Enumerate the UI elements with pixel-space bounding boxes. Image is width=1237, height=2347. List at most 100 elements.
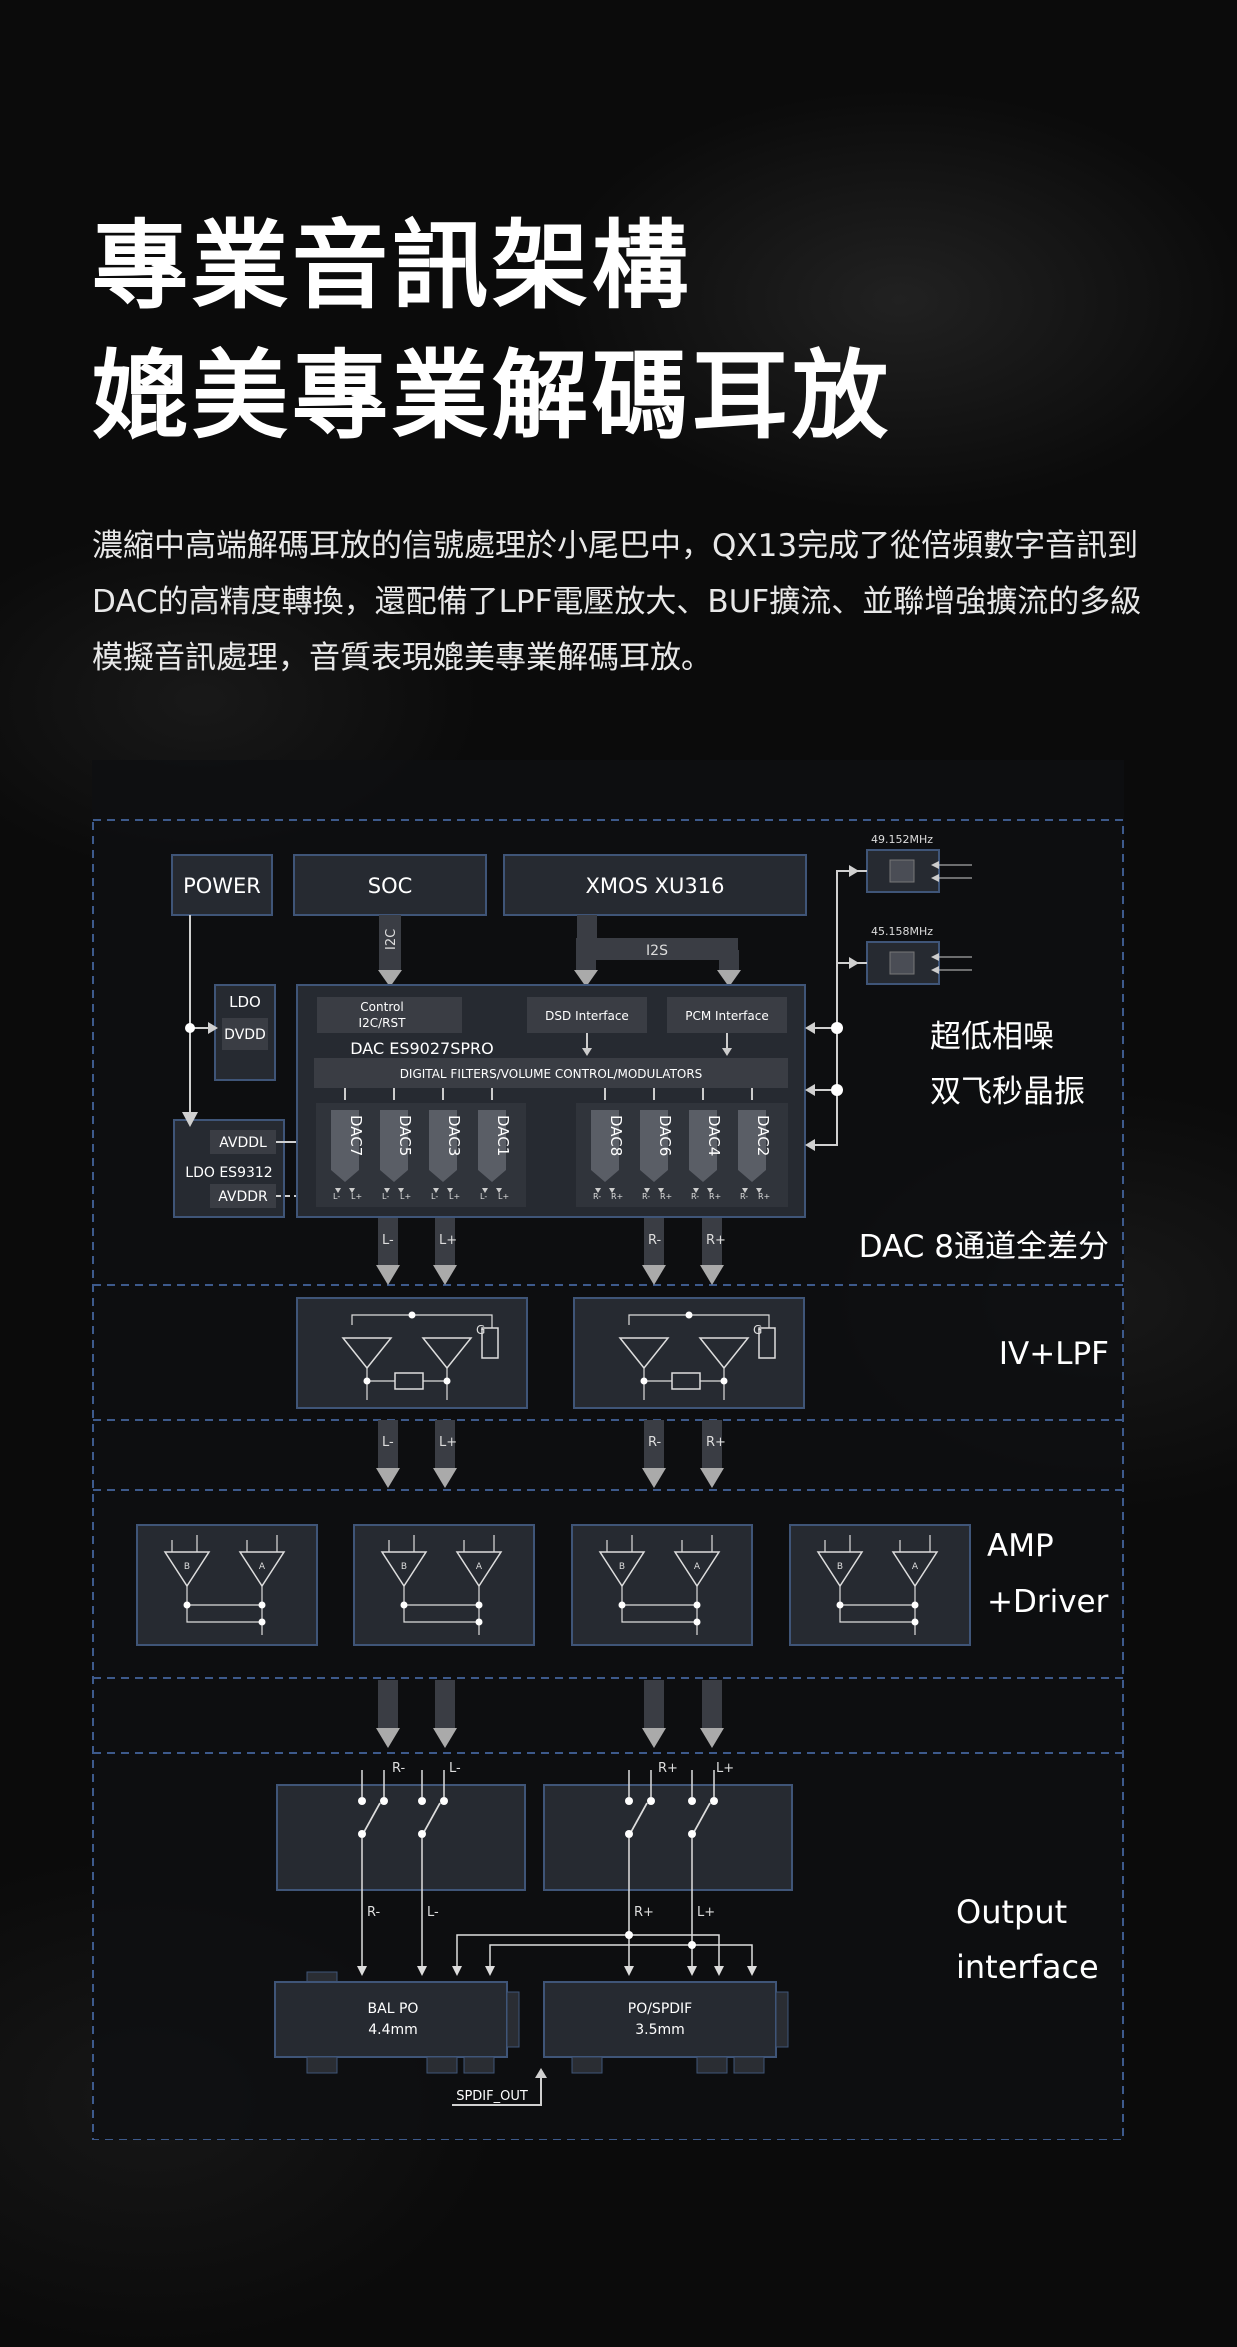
dac-pin-label: L- — [431, 1192, 438, 1201]
soc-block: SOC — [293, 854, 487, 916]
power-label: POWER — [183, 874, 261, 898]
output-switch-block — [543, 1784, 793, 1891]
amp-driver-block — [136, 1524, 318, 1646]
node-dot — [443, 1377, 451, 1385]
dac-channel-chip — [591, 1110, 619, 1182]
switch-pin-label: L+ — [697, 1905, 715, 1920]
svg-text:LDO ES9312: LDO ES9312 — [185, 1165, 272, 1181]
dac-pin-label: R+ — [709, 1192, 721, 1201]
svg-text:Control: Control — [360, 1000, 403, 1014]
connector-arrow — [642, 1728, 666, 1748]
node-dot — [475, 1601, 483, 1609]
svg-text:PO/SPDIF: PO/SPDIF — [628, 2001, 692, 2017]
connector-label: R- — [392, 1761, 406, 1776]
dac-pin-label: L- — [333, 1192, 340, 1201]
op-amp-symbol — [455, 1551, 503, 1588]
headline-line-1: 專業音訊架構 — [92, 210, 692, 322]
svg-text:I2C/RST: I2C/RST — [359, 1016, 407, 1030]
amp-wire — [403, 1605, 479, 1623]
iv-wire — [351, 1314, 493, 1328]
node-dot — [911, 1601, 919, 1609]
svg-text:AVDDR: AVDDR — [218, 1189, 268, 1205]
dac-pin-arrow — [693, 1188, 699, 1193]
op-amp-label: B — [184, 1562, 190, 1572]
connector-label: R+ — [658, 1761, 678, 1776]
dac-pin-label: L- — [382, 1192, 389, 1201]
dac-channel-label: DAC6 — [656, 1115, 674, 1156]
connector-label: L- — [382, 1233, 394, 1248]
dac-pin-arrow — [433, 1188, 439, 1193]
oscillator-1: 49.152MHz — [866, 833, 972, 893]
node-dot — [475, 1618, 483, 1626]
connector-bar — [378, 1420, 398, 1468]
dac-channel-chip — [429, 1110, 457, 1182]
switch-arrow — [714, 1966, 724, 1976]
switch-contact — [358, 1830, 366, 1838]
connector-arrow — [700, 1728, 724, 1748]
dac-pin-label: R+ — [660, 1192, 672, 1201]
connector-arrow — [700, 1265, 724, 1285]
dac-pin-label: R- — [593, 1192, 601, 1201]
dac-channel-chip — [478, 1110, 506, 1182]
switch-contact — [418, 1797, 426, 1805]
connector-bar — [702, 1420, 722, 1468]
connector-label: R+ — [706, 1435, 726, 1450]
crossover-wire — [489, 1944, 692, 1966]
dac-channel-chip — [380, 1110, 408, 1182]
dac-pin-arrow — [644, 1188, 650, 1193]
node-dot — [183, 1601, 191, 1609]
oscillator-2: 45.158MHz — [866, 925, 972, 985]
dac-pin-arrow — [707, 1188, 713, 1193]
ldo-es9312-block: AVDDL LDO ES9312 AVDDR — [173, 1119, 285, 1218]
op-amp-label: B — [837, 1562, 843, 1572]
connector-label: R- — [648, 1435, 662, 1450]
switch-lever — [423, 1802, 441, 1833]
node-dot — [618, 1601, 626, 1609]
gain-resistor — [758, 1327, 776, 1359]
connector-bar — [378, 1218, 398, 1265]
gain-label: G — [476, 1323, 485, 1337]
switch-arrow — [417, 1966, 427, 1976]
gain-label: G — [753, 1323, 762, 1337]
dac-pin-label: R+ — [758, 1192, 770, 1201]
node-dot — [258, 1618, 266, 1626]
switch-lever — [693, 1802, 711, 1833]
connector-arrow — [642, 1468, 666, 1488]
crossover-wire — [692, 1944, 753, 1966]
amp-driver-block — [353, 1524, 535, 1646]
clock-label-2: 双飞秒晶振 — [930, 1074, 1085, 1110]
iv-wire — [628, 1314, 770, 1328]
switch-contact — [647, 1797, 655, 1805]
op-amp-label: B — [619, 1562, 625, 1572]
dac-channel-label: DAC2 — [754, 1115, 772, 1156]
dac-channel-label: DAC1 — [494, 1115, 512, 1156]
op-amp-symbol — [238, 1551, 286, 1588]
connector-label: R- — [648, 1233, 662, 1248]
op-amp-symbol — [598, 1551, 646, 1588]
spdif-out-label: SPDIF_OUT — [456, 2089, 528, 2104]
connector-arrow — [433, 1468, 457, 1488]
switch-contact — [440, 1797, 448, 1805]
dac-pin-arrow — [496, 1188, 502, 1193]
svg-text:4.4mm: 4.4mm — [368, 2022, 418, 2038]
op-amp-symbol — [341, 1337, 393, 1370]
dac-pin-label: L+ — [498, 1192, 509, 1201]
amp-driver-block — [789, 1524, 971, 1646]
connector-label: L- — [382, 1435, 394, 1450]
op-amp-symbol — [891, 1551, 939, 1588]
clock-label-1: 超低相噪 — [930, 1019, 1054, 1055]
connector-arrow — [376, 1728, 400, 1748]
dac-pin-label: L+ — [400, 1192, 411, 1201]
node-dot — [688, 1941, 696, 1949]
connector-bar — [644, 1680, 664, 1728]
switch-contact — [625, 1797, 633, 1805]
amp-wire — [839, 1605, 915, 1623]
node-dot — [720, 1377, 728, 1385]
switch-lever — [630, 1802, 648, 1833]
dac-pin-arrow — [742, 1188, 748, 1193]
switch-arrow — [452, 1966, 462, 1976]
dac-channel-label: DAC3 — [445, 1115, 463, 1156]
svg-text:3.5mm: 3.5mm — [635, 2022, 685, 2038]
